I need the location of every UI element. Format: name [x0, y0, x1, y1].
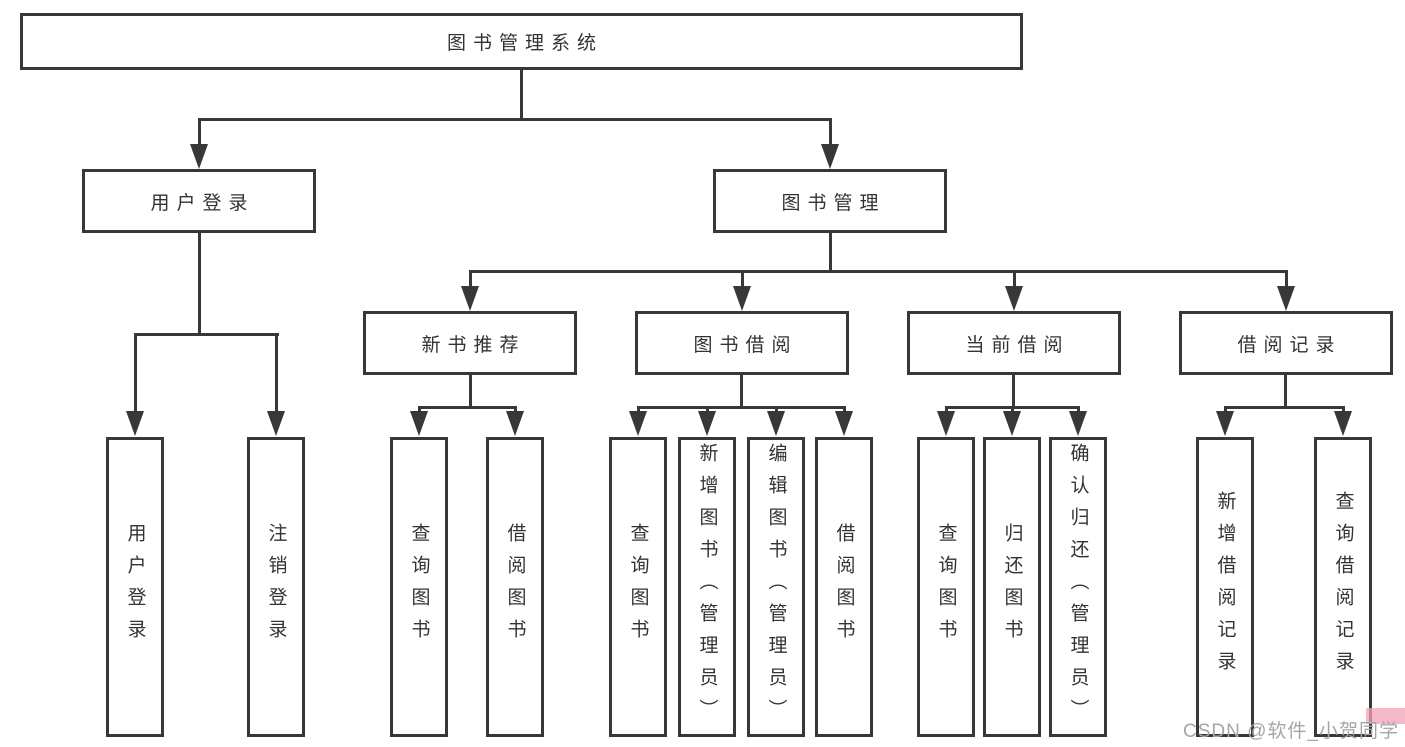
- node-book-management: 图书管理: [713, 169, 947, 233]
- connector-borrow-drop-1: [637, 406, 640, 414]
- connector-current-drop-2: [1011, 406, 1014, 414]
- node-leaf-confirm-return-admin-label: 确认归还（管理员）: [1067, 443, 1089, 731]
- arrowhead-borrow-edit: [767, 411, 785, 436]
- arrowhead-current-return: [1003, 411, 1021, 436]
- node-book-borrow: 图书借阅: [635, 311, 849, 375]
- node-leaf-borrow-query-books-label: 查询图书: [627, 523, 649, 651]
- node-book-management-label: 图书管理: [781, 192, 886, 214]
- arrowhead-current-confirm: [1069, 411, 1087, 436]
- node-leaf-edit-books-admin-label: 编辑图书（管理员）: [765, 443, 787, 731]
- connector-borrow-drop-3: [775, 406, 778, 414]
- connector-mgmt-hline: [469, 270, 1288, 273]
- connector-login-hline: [134, 333, 279, 336]
- node-leaf-add-books-admin-label: 新增图书（管理员）: [696, 443, 718, 731]
- arrowhead-leaf-logout: [267, 411, 285, 436]
- connector-recommend-drop-1: [418, 406, 421, 414]
- node-leaf-add-borrow-record: 新增借阅记录: [1196, 437, 1254, 737]
- node-leaf-query-borrow-record: 查询借阅记录: [1314, 437, 1372, 737]
- arrowhead-current-query: [937, 411, 955, 436]
- node-leaf-user-login: 用户登录: [106, 437, 164, 737]
- connector-current-drop-1: [945, 406, 948, 414]
- watermark-highlight: [1366, 708, 1405, 724]
- node-leaf-recommend-query-books-label: 查询图书: [408, 523, 430, 651]
- node-user-login-label: 用户登录: [150, 192, 255, 214]
- connector-root-drop-left: [198, 118, 201, 146]
- connector-root-hline: [198, 118, 832, 121]
- node-new-book-recommend-label: 新书推荐: [421, 334, 526, 356]
- connector-mgmt-drop-2: [741, 270, 744, 288]
- node-leaf-recommend-borrow-books-label: 借阅图书: [504, 523, 526, 651]
- arrowhead-current-borrow: [1005, 286, 1023, 311]
- arrowhead-borrow-lend: [835, 411, 853, 436]
- node-leaf-recommend-borrow-books: 借阅图书: [486, 437, 544, 737]
- connector-borrow-stem: [740, 375, 743, 409]
- connector-login-drop-2: [275, 333, 278, 412]
- node-leaf-borrow-query-books: 查询图书: [609, 437, 667, 737]
- connector-recommend-hline: [418, 406, 517, 409]
- connector-mgmt-drop-4: [1285, 270, 1288, 288]
- node-leaf-logout-label: 注销登录: [265, 523, 287, 651]
- connector-borrow-drop-4: [843, 406, 846, 414]
- connector-mgmt-drop-3: [1013, 270, 1016, 288]
- node-leaf-edit-books-admin: 编辑图书（管理员）: [747, 437, 805, 737]
- arrowhead-recommend-query: [410, 411, 428, 436]
- node-book-borrow-label: 图书借阅: [693, 334, 798, 356]
- connector-records-drop-1: [1224, 406, 1227, 414]
- node-leaf-return-books: 归还图书: [983, 437, 1041, 737]
- connector-recommend-drop-2: [514, 406, 517, 414]
- node-leaf-confirm-return-admin: 确认归还（管理员）: [1049, 437, 1107, 737]
- node-leaf-user-login-label: 用户登录: [124, 523, 146, 651]
- connector-borrow-drop-2: [706, 406, 709, 414]
- node-borrow-records-label: 借阅记录: [1237, 334, 1342, 356]
- arrowhead-user-login: [190, 144, 208, 169]
- connector-records-hline: [1224, 406, 1345, 409]
- node-leaf-current-query-books-label: 查询图书: [935, 523, 957, 651]
- node-leaf-return-books-label: 归还图书: [1001, 523, 1023, 651]
- connector-borrow-hline: [637, 406, 846, 409]
- connector-current-stem: [1012, 375, 1015, 409]
- arrowhead-book-borrow: [733, 286, 751, 311]
- arrowhead-records-add: [1216, 411, 1234, 436]
- connector-login-stem: [198, 232, 201, 335]
- node-current-borrow-label: 当前借阅: [965, 334, 1070, 356]
- arrowhead-leaf-user-login: [126, 411, 144, 436]
- connector-records-drop-2: [1342, 406, 1345, 414]
- arrowhead-book-management: [821, 144, 839, 169]
- connector-current-drop-3: [1077, 406, 1080, 414]
- arrowhead-borrow-query: [629, 411, 647, 436]
- connector-records-stem: [1284, 375, 1287, 409]
- watermark-text: CSDN @软件_小贺同学: [1183, 721, 1399, 742]
- node-leaf-add-borrow-record-label: 新增借阅记录: [1214, 491, 1236, 683]
- connector-mgmt-stem: [829, 232, 832, 273]
- arrowhead-recommend-borrow: [506, 411, 524, 436]
- connector-mgmt-drop-1: [469, 270, 472, 288]
- node-leaf-logout: 注销登录: [247, 437, 305, 737]
- arrowhead-borrow-records: [1277, 286, 1295, 311]
- node-borrow-records: 借阅记录: [1179, 311, 1393, 375]
- node-leaf-lend-books: 借阅图书: [815, 437, 873, 737]
- arrowhead-records-query: [1334, 411, 1352, 436]
- node-current-borrow: 当前借阅: [907, 311, 1121, 375]
- node-leaf-lend-books-label: 借阅图书: [833, 523, 855, 651]
- connector-login-drop-1: [134, 333, 137, 412]
- connector-recommend-stem: [469, 375, 472, 409]
- node-leaf-add-books-admin: 新增图书（管理员）: [678, 437, 736, 737]
- connector-root-drop-right: [829, 118, 832, 146]
- node-new-book-recommend: 新书推荐: [363, 311, 577, 375]
- node-root-label: 图书管理系统: [446, 33, 603, 54]
- node-leaf-current-query-books: 查询图书: [917, 437, 975, 737]
- connector-root-stem: [520, 70, 523, 119]
- node-root: 图书管理系统: [20, 13, 1023, 70]
- arrowhead-new-book: [461, 286, 479, 311]
- node-leaf-recommend-query-books: 查询图书: [390, 437, 448, 737]
- arrowhead-borrow-add: [698, 411, 716, 436]
- node-user-login: 用户登录: [82, 169, 316, 233]
- node-leaf-query-borrow-record-label: 查询借阅记录: [1332, 491, 1354, 683]
